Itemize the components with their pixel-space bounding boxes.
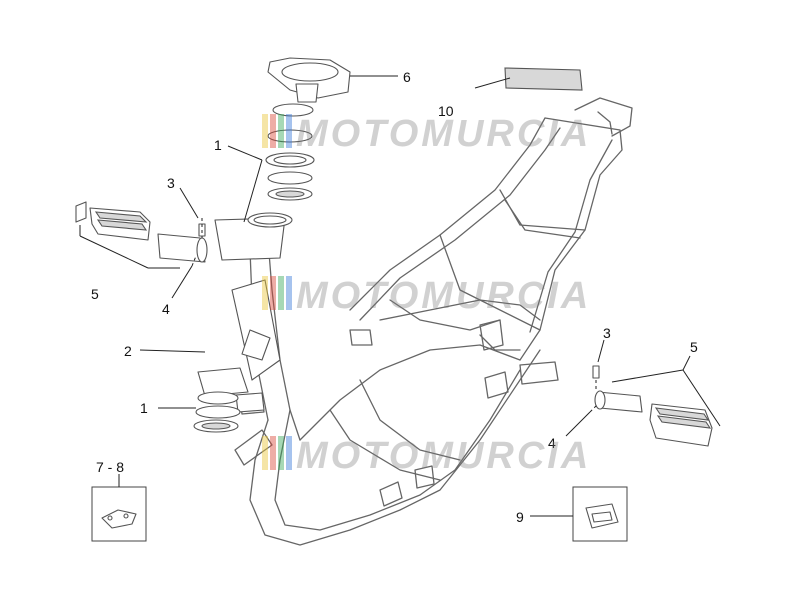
detail-box-7-8	[91, 486, 147, 542]
lower-bearing-stack	[193, 391, 241, 433]
label-6: 6	[403, 69, 411, 85]
watermark-text: MOTOMURCIA	[296, 435, 591, 477]
label-7-8: 7 - 8	[96, 459, 124, 475]
label-2: 2	[124, 343, 132, 359]
label-3-left: 3	[167, 175, 175, 191]
watermark-top: MOTOMURCIA	[262, 113, 591, 155]
leader-lines	[79, 75, 721, 517]
label-10: 10	[438, 103, 454, 119]
watermark-logo-stripes	[262, 114, 292, 148]
label-5-left: 5	[91, 286, 99, 302]
label-4-left: 4	[162, 301, 170, 317]
label-9: 9	[516, 509, 524, 525]
steering-head-tube	[197, 212, 293, 413]
upper-bearing-stack	[265, 103, 315, 201]
detail-box-9	[572, 486, 628, 542]
label-1-top: 1	[214, 137, 222, 153]
watermark-text: MOTOMURCIA	[296, 113, 591, 155]
right-footpeg	[592, 365, 713, 447]
label-1-bottom: 1	[140, 400, 148, 416]
rubber-pad	[504, 67, 583, 91]
watermark-logo-stripes	[262, 436, 292, 470]
top-cap	[267, 57, 351, 103]
watermark-text: MOTOMURCIA	[296, 275, 591, 317]
watermark-logo-stripes	[262, 276, 292, 310]
label-3-right: 3	[603, 325, 611, 341]
left-footpeg	[75, 201, 208, 263]
label-5-right: 5	[690, 339, 698, 355]
watermark-middle: MOTOMURCIA	[262, 275, 591, 317]
callout-labels: 6 1 3 5 4 2 1 10 3 5 4 7 - 8 9	[91, 69, 698, 525]
watermark-bottom: MOTOMURCIA	[262, 435, 591, 477]
label-4-right: 4	[548, 435, 556, 451]
